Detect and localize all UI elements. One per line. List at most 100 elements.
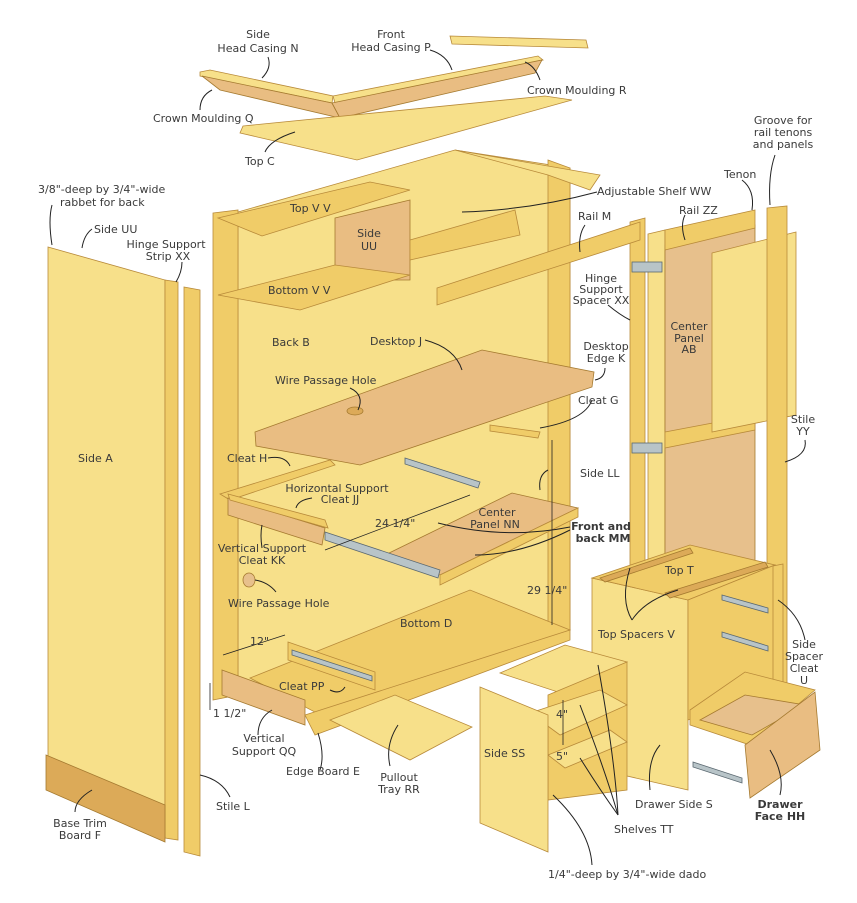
label-top-c: Top C — [244, 155, 275, 168]
top-vv — [216, 181, 411, 237]
horizontal-support-cleat-jj — [227, 493, 329, 529]
rail-zz — [664, 209, 756, 251]
label-top-spacers: Top Spacers V — [597, 628, 675, 641]
wire-passage-hole-top — [346, 406, 364, 416]
label-drawer-side-s: Drawer Side S — [635, 798, 713, 811]
label-cleat-pp: Cleat PP — [279, 680, 325, 693]
label-dim-1-5: 1 1/2" — [213, 707, 246, 720]
label-dim-12: 12" — [250, 635, 269, 648]
side-uu-center — [334, 199, 411, 281]
side-spacer-cleat-u — [772, 563, 784, 693]
label-crown-moulding-q: Crown Moulding Q — [153, 112, 254, 125]
label-bottom-vv: Bottom V V — [268, 284, 331, 297]
label-side-uu-left: Side UU — [94, 223, 137, 236]
dimension-lines — [209, 440, 564, 745]
rail-m — [436, 221, 641, 306]
label-adjustable-shelf: Adjustable Shelf WW — [597, 185, 711, 198]
label-wire-passage-hole-bottom: Wire Passage Hole — [228, 597, 330, 610]
label-side-ll: Side LL — [580, 467, 620, 480]
adjustable-shelf-ww — [409, 209, 521, 261]
side-ss — [479, 686, 549, 853]
vertical-support-qq — [221, 669, 306, 726]
label-stile-l: Stile L — [216, 800, 251, 813]
label-cleat-h: Cleat H — [227, 452, 267, 465]
front-head-casing-p — [332, 55, 544, 104]
drawer-face-hh — [744, 691, 821, 799]
leader-arrows — [49, 49, 806, 866]
label-rail-zz: Rail ZZ — [679, 204, 718, 217]
label-top-t: Top T — [664, 564, 694, 577]
shelf-unit — [479, 644, 629, 853]
label-dim-5: 5" — [556, 750, 568, 763]
label-side-ss: Side SS — [484, 747, 525, 760]
front-head-casing-board — [449, 35, 589, 49]
drawer-slide — [324, 531, 441, 579]
slide-1 — [721, 594, 769, 614]
label-wire-passage-hole-top: Wire Passage Hole — [275, 374, 377, 387]
label-dim-24: 24 1/4" — [375, 517, 415, 530]
label-dim-4: 4" — [556, 708, 568, 721]
head-casing-parts — [199, 35, 589, 161]
label-shelves-tt: Shelves TT — [614, 823, 674, 836]
hinge-top-icon — [631, 261, 663, 273]
desktop-j — [254, 349, 595, 466]
wire-passage-hole-grommet — [242, 572, 256, 588]
label-bottom-d: Bottom D — [400, 617, 452, 630]
side-a — [47, 246, 166, 839]
base-trim-board-f — [45, 754, 166, 843]
shelf-tt-bottom — [547, 729, 628, 769]
shelf-tt-middle — [529, 689, 628, 736]
drawer-slide-bottom — [692, 761, 743, 784]
label-edge-board-e: Edge Board E — [286, 765, 360, 778]
label-cleat-g: Cleat G — [578, 394, 619, 407]
cleat-h-frame — [219, 459, 336, 501]
side-a-assembly — [45, 246, 201, 857]
label-crown-moulding-r: Crown Moulding R — [527, 84, 627, 97]
cleat-g — [489, 424, 541, 439]
top-spacer-front — [599, 547, 694, 583]
label-desktop-j: Desktop J — [370, 335, 422, 348]
label-dim-29: 29 1/4" — [527, 584, 567, 597]
label-dado: 1/4"-deep by 3/4"-wide dado — [548, 868, 706, 881]
label-rail-m: Rail M — [578, 210, 611, 223]
desk-parts — [219, 349, 595, 761]
slide-2 — [721, 631, 769, 652]
top-c — [239, 95, 573, 161]
side-a-edge — [164, 279, 179, 841]
hinge-bottom-icon — [631, 442, 663, 454]
front-and-back-mm — [439, 507, 579, 586]
stile-l — [183, 286, 201, 857]
cleat-pp-slide — [291, 649, 373, 682]
top-spacer-back — [664, 561, 769, 599]
label-tenon: Tenon — [723, 168, 756, 181]
adjustable-shelf-ww-top — [454, 149, 601, 191]
label-top-vv: Top V V — [289, 202, 331, 215]
side-head-casing-n — [199, 69, 334, 104]
label-back-b: Back B — [272, 336, 310, 349]
pullout-tray-rr — [329, 694, 473, 761]
label-side-a: Side A — [78, 452, 113, 465]
drawer-slide-rear — [404, 457, 481, 489]
crown-moulding-r — [331, 59, 543, 119]
